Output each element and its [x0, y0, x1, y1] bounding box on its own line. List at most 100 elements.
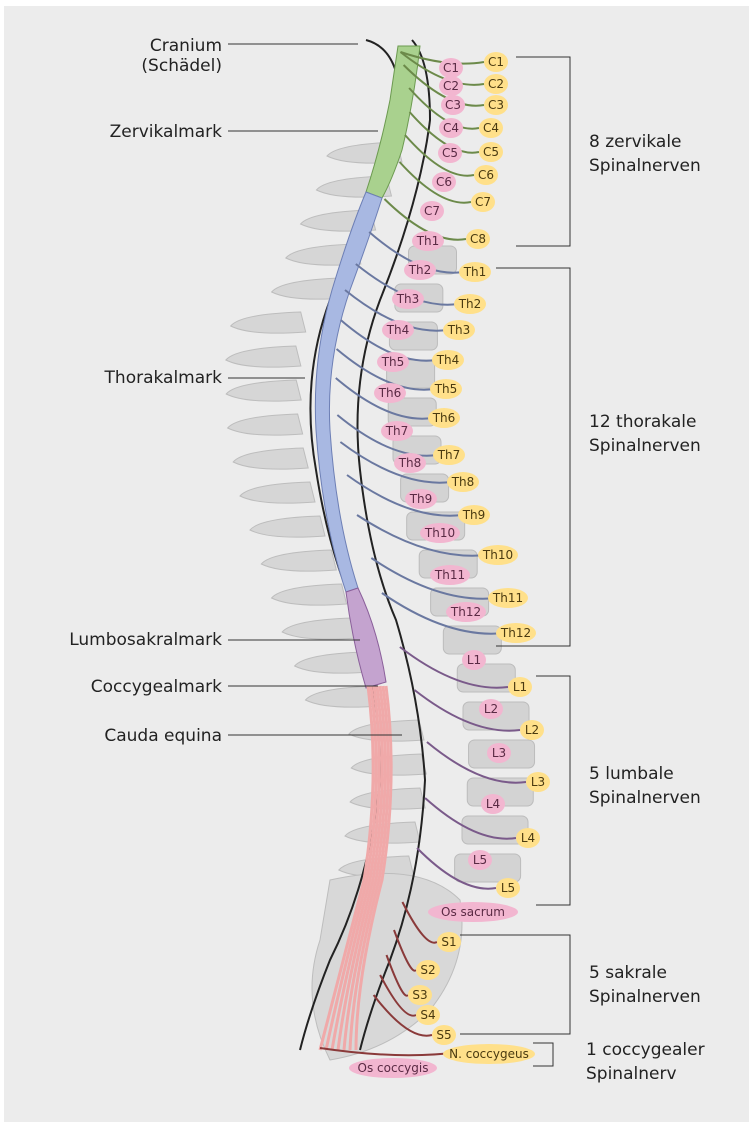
- nerve-tag-c3-text: C3: [488, 98, 504, 112]
- nerve-tag-c8-text: C8: [470, 232, 486, 246]
- nerve-tag-c5: C5: [479, 142, 503, 162]
- nerve-tag-th4-text: Th4: [436, 353, 460, 367]
- vertebra-tag-c4-text: C4: [443, 121, 459, 135]
- nerve-tag-th6: Th6: [428, 408, 460, 428]
- nerve-tag-l5-text: L5: [501, 881, 515, 895]
- nerve-tag-c5-text: C5: [483, 145, 499, 159]
- vertebra-tag-th9: Th9: [405, 489, 437, 509]
- vertebra-tag-c1-text: C1: [443, 61, 459, 75]
- nerve-tag-th4: Th4: [432, 350, 464, 370]
- nerve-tag-c7-text: C7: [475, 195, 491, 209]
- nerve-tag-s2: S2: [416, 960, 440, 980]
- vertebra-tag-th4: Th4: [382, 320, 414, 340]
- group-bracket: [460, 935, 570, 1034]
- spinous-process: [272, 584, 347, 605]
- nerve-tag-th3-text: Th3: [447, 323, 471, 337]
- nerve-tag-s4: S4: [416, 1005, 440, 1025]
- nerve-tag-th9-text: Th9: [462, 508, 486, 522]
- cranium-label: Cranium (Schädel): [141, 36, 222, 76]
- vertebra-tag-l4: L4: [481, 794, 505, 814]
- vertebra-tag-l5-text: L5: [473, 853, 487, 867]
- cauda-equina-label: Cauda equina: [104, 726, 222, 746]
- vertebra-tag-th6: Th6: [374, 383, 406, 403]
- nerve-tag-c1: C1: [484, 52, 508, 72]
- nerve-tag-l4: L4: [516, 828, 540, 848]
- vertebra-tag-os-coccygis-text: Os coccygis: [358, 1061, 429, 1075]
- vertebra-tag-th11: Th11: [430, 565, 470, 585]
- nerve-tag-th8: Th8: [447, 472, 479, 492]
- vertebra-tag-c7: C7: [420, 201, 444, 221]
- nerve-tag-th2-text: Th2: [458, 297, 482, 311]
- nerve-tag-l3-text: L3: [531, 775, 545, 789]
- coccygealmark-label: Coccygealmark: [91, 677, 222, 697]
- vertebra-tag-l2: L2: [479, 699, 503, 719]
- spinous-process: [226, 380, 301, 401]
- vertebra-tag-th7: Th7: [381, 421, 413, 441]
- vertebra-tag-l1-text: L1: [467, 653, 481, 667]
- vertebra-tag-th9-text: Th9: [409, 492, 433, 506]
- vertebra-tag-th8: Th8: [394, 453, 426, 473]
- nerve-tag-th12: Th12: [496, 623, 536, 643]
- thoracic-group-label: 12 thorakaleSpinalnerven: [589, 410, 701, 458]
- lumbosakralmark-label: Lumbosakralmark: [69, 630, 222, 650]
- nerve-tag-c2: C2: [484, 74, 508, 94]
- coccygeal-bracket: [533, 1043, 553, 1066]
- vertebra-tag-os-sacrum: Os sacrum: [428, 902, 518, 922]
- nerve-tag-s1-text: S1: [441, 935, 456, 949]
- nerve-tag-l1: L1: [508, 677, 532, 697]
- vertebra-tag-c3-text: C3: [445, 98, 461, 112]
- nerve-tag-th7-text: Th7: [437, 448, 461, 462]
- spinous-process: [240, 482, 315, 503]
- nerve-tag-c4-text: C4: [483, 121, 499, 135]
- nerve-tag-c7: C7: [471, 192, 495, 212]
- lumbar-group-label: 5 lumbaleSpinalnerven: [589, 762, 701, 810]
- vertebra-tag-th6-text: Th6: [378, 386, 402, 400]
- nerve-tag-th12-text: Th12: [500, 626, 531, 640]
- nerve-tag-th10: Th10: [478, 545, 518, 565]
- spinous-process: [228, 414, 303, 435]
- vertebra-tag-l1: L1: [462, 650, 486, 670]
- group-bracket: [516, 57, 570, 246]
- vertebra-tag-th1: Th1: [412, 231, 444, 251]
- vertebra-tag-c4: C4: [439, 118, 463, 138]
- vertebra-tag-l3-text: L3: [492, 746, 506, 760]
- vertebra-tag-c5-text: C5: [442, 146, 458, 160]
- vertebra-tag-os-sacrum-text: Os sacrum: [441, 905, 505, 919]
- nerve-tag-th8-text: Th8: [451, 475, 475, 489]
- nerve-tag-c2-text: C2: [488, 77, 504, 91]
- spinous-process: [233, 448, 308, 469]
- vertebra-tag-c3: C3: [441, 95, 465, 115]
- spinous-process: [282, 618, 357, 639]
- nerve-tag-th7: Th7: [433, 445, 465, 465]
- nerve-tag-s3: S3: [408, 985, 432, 1005]
- spinous-process: [231, 312, 306, 333]
- nerve-tag-th2: Th2: [454, 294, 486, 314]
- vertebra-tag-l3: L3: [487, 743, 511, 763]
- nerve-tag-l2-text: L2: [525, 723, 539, 737]
- spinous-process: [250, 516, 325, 537]
- nerve-tag-th10-text: Th10: [482, 548, 513, 562]
- vertebra-tag-th2-text: Th2: [408, 263, 432, 277]
- vertebra-tag-c6: C6: [432, 172, 456, 192]
- spinous-process: [226, 346, 301, 367]
- nerve-tag-l4-text: L4: [521, 831, 535, 845]
- nerve-tag-s1: S1: [437, 932, 461, 952]
- vertebra-tag-th5-text: Th5: [381, 355, 405, 369]
- vertebra-tag-c5: C5: [438, 143, 462, 163]
- vertebra-tag-os-coccygis: Os coccygis: [349, 1058, 437, 1078]
- vertebra-tag-th3-text: Th3: [396, 292, 420, 306]
- nerve-tag-l2: L2: [520, 720, 544, 740]
- vertebra-tag-c6-text: C6: [436, 175, 452, 189]
- nerve-tag-c3: C3: [484, 95, 508, 115]
- nerve-tag-s5: S5: [432, 1025, 456, 1045]
- nerve-tag-c8: C8: [466, 229, 490, 249]
- vertebra-tag-l5: L5: [468, 850, 492, 870]
- nerve-tag-c6-text: C6: [478, 168, 494, 182]
- nerve-tag-c4: C4: [479, 118, 503, 138]
- nerve-tag-s4-text: S4: [420, 1008, 435, 1022]
- vertebra-tag-th2: Th2: [404, 260, 436, 280]
- nerve-tag-s2-text: S2: [420, 963, 435, 977]
- nerve-tag-th5: Th5: [430, 379, 462, 399]
